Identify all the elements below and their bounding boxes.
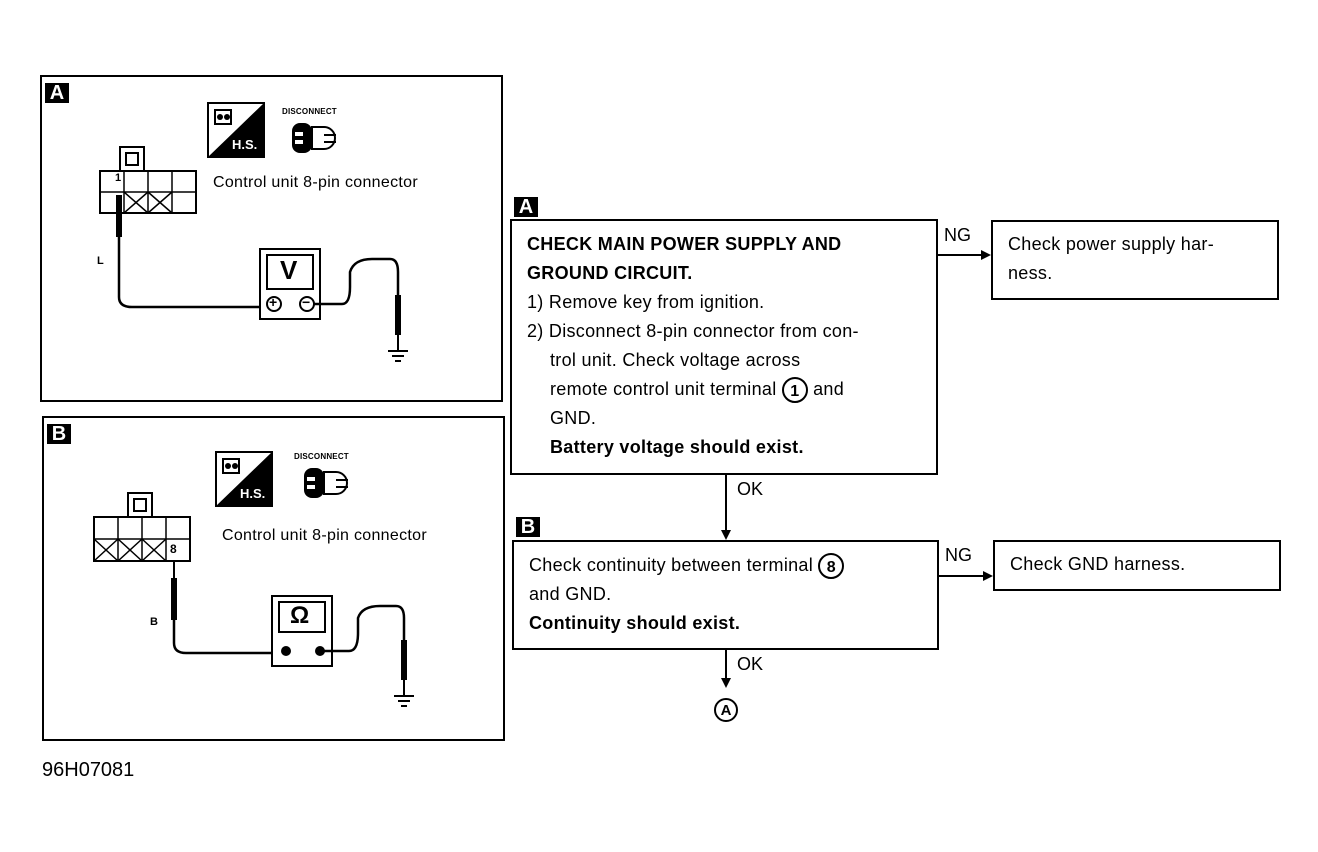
ng-a-box-line-2: ness.	[1008, 263, 1053, 283]
step-b-result: Continuity should exist.	[529, 613, 741, 633]
step-b-tag: B	[516, 517, 540, 537]
step-a-item-1: 1) Remove key from ignition.	[527, 292, 765, 312]
ok-b-label: OK	[737, 654, 764, 674]
meter-symbol: V	[280, 255, 298, 285]
ng-b-box: Check GND harness.	[993, 540, 1281, 591]
terminal-8-badge: 8	[818, 553, 845, 580]
plus-symbol: +	[269, 294, 278, 310]
ground-icon	[388, 350, 408, 362]
wire-color-label: L	[97, 255, 104, 267]
connector-label: Control unit 8-pin connector	[213, 174, 418, 191]
step-b-line-2: and GND.	[529, 584, 612, 604]
panel-a: A H.S. DISCONNECT Control unit 8-pin con…	[40, 75, 503, 402]
ng-b-box-text: Check GND harness.	[1010, 554, 1186, 574]
hs-icon: H.S.	[207, 102, 265, 158]
pin-number: 1	[115, 172, 122, 184]
step-b-box: Check continuity between terminal 8 and …	[512, 540, 939, 650]
arrow-ng-b	[939, 571, 993, 581]
terminal-1-badge: 1	[781, 377, 808, 404]
disconnect-label: DISCONNECT	[294, 452, 349, 461]
step-a-box: CHECK MAIN POWER SUPPLY AND GROUND CIRCU…	[510, 219, 938, 475]
step-a-tag: A	[514, 197, 538, 217]
step-a-title-1: CHECK MAIN POWER SUPPLY AND	[527, 234, 842, 254]
voltmeter	[259, 248, 321, 320]
pin-number: 8	[170, 542, 177, 556]
panel-b: B H.S. DISCONNECT Control unit 8-pin con…	[42, 416, 505, 741]
disconnect-icon: DISCONNECT	[282, 107, 348, 159]
disconnect-label: DISCONNECT	[282, 107, 337, 116]
ok-a-label: OK	[737, 479, 764, 499]
arrow-ok-b	[721, 650, 731, 688]
wire-color-label: B	[150, 616, 158, 628]
ohmmeter	[271, 595, 333, 667]
ng-a-label: NG	[944, 225, 971, 245]
step-a-item-2-line-1: 2) Disconnect 8-pin connector from con-	[527, 321, 859, 341]
panel-a-circuit	[99, 146, 408, 362]
step-a-item-2-line-4: GND.	[550, 408, 597, 428]
hs-icon: H.S.	[215, 451, 273, 507]
panel-b-circuit	[93, 492, 414, 707]
disconnect-icon: DISCONNECT	[294, 452, 360, 504]
step-a-item-2-line-3: remote control unit terminal 1 and	[527, 375, 936, 404]
ground-icon	[394, 695, 414, 707]
meter-symbol: Ω	[290, 602, 310, 629]
step-b-line-1-text: Check continuity between terminal	[529, 555, 814, 575]
connector-label: Control unit 8-pin connector	[222, 527, 427, 544]
figure-id: 96H07081	[42, 759, 135, 781]
step-a-result: Battery voltage should exist.	[550, 437, 804, 457]
minus-symbol: −	[302, 294, 311, 310]
step-a-item-2-end: and	[813, 379, 845, 399]
hs-label: H.S.	[232, 137, 258, 152]
step-a-item-2-text: remote control unit terminal	[550, 379, 777, 399]
ng-a-box: Check power supply har- ness.	[991, 220, 1279, 300]
step-a-title-2: GROUND CIRCUIT.	[527, 263, 693, 283]
step-a-item-2-line-2: trol unit. Check voltage across	[550, 350, 801, 370]
panel-b-tag: B	[47, 424, 71, 444]
ng-b-label: NG	[945, 545, 972, 565]
arrow-ng-a	[938, 250, 991, 260]
arrow-ok-a	[721, 475, 731, 540]
ng-a-box-line-1: Check power supply har-	[1008, 234, 1214, 254]
hs-label: H.S.	[240, 486, 266, 501]
step-b-line-1: Check continuity between terminal 8	[529, 551, 937, 580]
connector-8pin	[93, 492, 191, 562]
panel-a-tag: A	[45, 83, 69, 103]
next-step-connector: A	[714, 698, 738, 722]
